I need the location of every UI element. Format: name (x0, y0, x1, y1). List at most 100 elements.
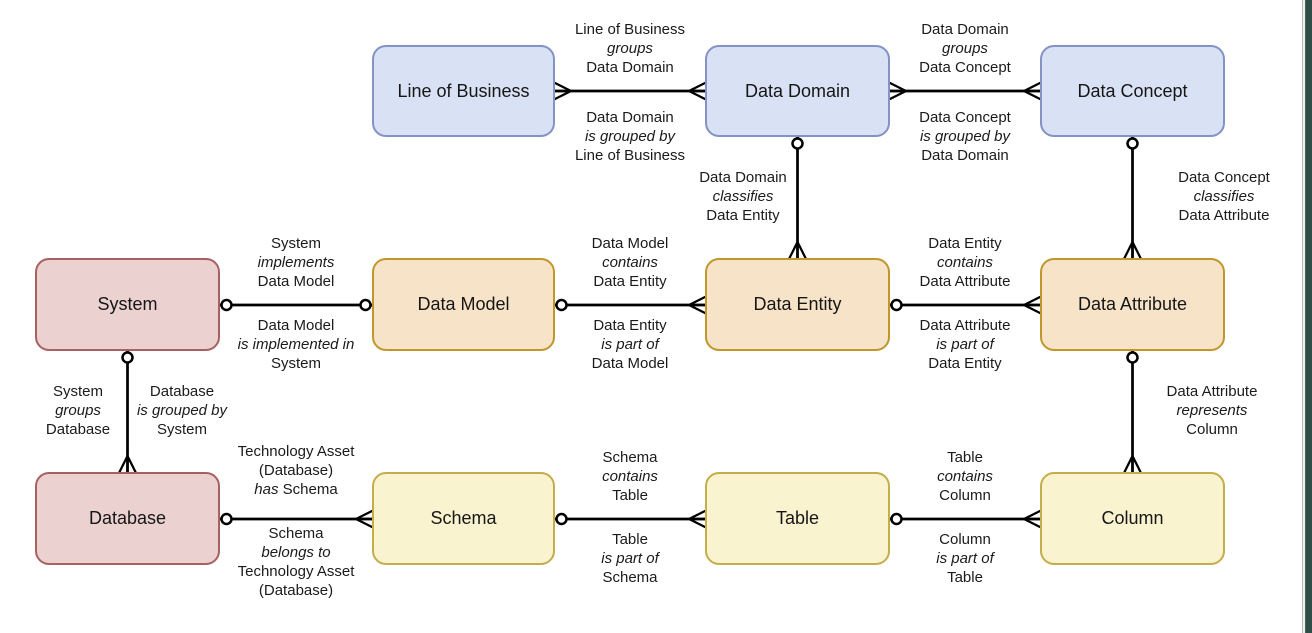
relationship-label-de-contains-da: Data Entity contains Data Attribute (920, 234, 1011, 291)
relationship-label-da-represents-column: Data Attribute represents Column (1167, 382, 1258, 439)
connector-schema-table (553, 509, 707, 529)
connector-lob-datadomain (553, 81, 707, 101)
label-line: groups (55, 402, 101, 419)
crows-foot-icon (354, 509, 374, 529)
label-line: Line of Business (574, 147, 686, 164)
relationship-label-lob-groups-dd: Line of Business groups Data Domain (575, 20, 685, 77)
relationship-label-column-part-of-table: Column is part of Table (936, 530, 994, 587)
label-line: is implemented in (237, 336, 355, 353)
connector-datadomain-dataconcept (888, 81, 1042, 101)
crows-foot-icon (687, 509, 707, 529)
connector-database-schema (218, 509, 374, 529)
entity-label: Column (1101, 508, 1164, 528)
label-line: represents (1176, 402, 1248, 419)
label-line: System (156, 421, 207, 438)
entity-data-entity: Data Entity (705, 258, 890, 351)
label-line: contains (602, 468, 658, 485)
relationship-label-system-implements-dm: System implements Data Model (258, 234, 335, 291)
label-line: Technology Asset (237, 443, 355, 460)
entity-label: Data Domain (744, 80, 851, 101)
relationship-label-dd-groups-dc: Data Domain groups Data Concept (919, 20, 1011, 77)
label-line: Data Entity (928, 235, 1002, 252)
entity-system: System (35, 258, 220, 351)
entity-label: System (97, 294, 158, 314)
label-line: Data Domain (699, 169, 787, 186)
crows-foot-icon (553, 81, 573, 101)
relationship-label-da-part-of-de: Data Attribute is part of Data Entity (920, 316, 1011, 373)
relationship-label-schema-contains-table: Schema contains Table (602, 448, 658, 505)
label-line: is part of (601, 550, 659, 567)
label-line: Data Entity (593, 317, 667, 334)
cardinality-ring-icon (555, 298, 568, 312)
crows-foot-icon (1123, 454, 1142, 474)
label-line: Column (939, 487, 991, 504)
crows-foot-icon (788, 240, 807, 260)
entity-data-concept: Data Concept (1040, 45, 1225, 137)
cardinality-ring-icon (220, 298, 233, 312)
relationship-label-de-part-of-dm: Data Entity is part of Data Model (592, 316, 669, 373)
cardinality-ring-icon (1126, 137, 1139, 150)
entity-label: Schema (430, 508, 497, 528)
entity-label: Database (88, 508, 167, 528)
entity-line-of-business: Line of Business (372, 45, 555, 137)
label-line: System (270, 235, 321, 252)
entity-label: Data Entity (753, 294, 842, 314)
label-line: Data Domain (586, 59, 674, 76)
label-line: Data Entity (706, 207, 780, 224)
relationship-label-system-groups-db: System groups Database (46, 382, 110, 439)
label-line: Data Concept (1178, 169, 1270, 186)
relationship-label-ta-has-schema: Technology Asset (Database) has Schema (238, 442, 355, 499)
cardinality-ring-icon (220, 512, 233, 526)
label-line: Data Entity (593, 273, 667, 290)
label-line: (Database) (258, 582, 334, 599)
label-line: Data Model (257, 273, 335, 290)
label-line: Data Domain (921, 21, 1009, 38)
label-line: Data Concept (919, 59, 1011, 76)
label-line: Data Model (591, 235, 669, 252)
relationship-label-dm-implemented-in-system: Data Model is implemented in System (238, 316, 355, 373)
connector-dataattribute-column (1123, 349, 1142, 474)
label-line: Schema (602, 449, 658, 466)
label-line: Column (939, 531, 991, 548)
label-line: Data Attribute (919, 317, 1011, 334)
label-line: Table (612, 531, 648, 548)
connector-dataentity-dataattribute (888, 295, 1042, 315)
label-line: belongs to (261, 544, 331, 561)
cardinality-ring-icon (791, 137, 804, 150)
entity-data-domain: Data Domain (705, 45, 890, 137)
relationship-label-table-part-of-schema: Table is part of Schema (601, 530, 659, 587)
label-line: Data Entity (928, 355, 1002, 372)
connector-system-database (118, 349, 137, 474)
entity-label: Table (775, 508, 820, 528)
label-line: contains (937, 468, 993, 485)
label-line: Schema (268, 525, 324, 542)
label-line: System (52, 383, 103, 400)
label-line: Data Model (257, 317, 335, 334)
crows-foot-icon (1022, 509, 1042, 529)
label-line: Data Model (591, 355, 669, 372)
cardinality-ring-icon (555, 512, 568, 526)
label-line: is part of (936, 336, 994, 353)
relationship-label-dc-classifies-da: Data Concept classifies Data Attribute (1178, 168, 1270, 225)
entity-label: Data Model (417, 294, 510, 314)
label-line: Data Attribute (1178, 207, 1270, 224)
label-line: is grouped by (584, 128, 676, 145)
connector-system-datamodel (218, 298, 374, 312)
label-line: Data Concept (919, 109, 1011, 126)
entity-data-attribute: Data Attribute (1040, 258, 1225, 351)
label-line: is grouped by (919, 128, 1011, 145)
entity-table: Table (705, 472, 890, 565)
label-line: Table (612, 487, 648, 504)
connector-datamodel-dataentity (553, 295, 707, 315)
label-line: groups (607, 40, 653, 57)
connector-datadomain-dataentity (788, 135, 807, 260)
cardinality-ring-icon (121, 351, 134, 364)
label-line: Data Domain (921, 147, 1009, 164)
relationship-label-schema-belongs-to-ta: Schema belongs to Technology Asset (Data… (238, 524, 355, 600)
label-line: contains (937, 254, 993, 271)
crows-foot-icon (1022, 81, 1042, 101)
label-line: groups (942, 40, 988, 57)
label-line: contains (602, 254, 658, 271)
